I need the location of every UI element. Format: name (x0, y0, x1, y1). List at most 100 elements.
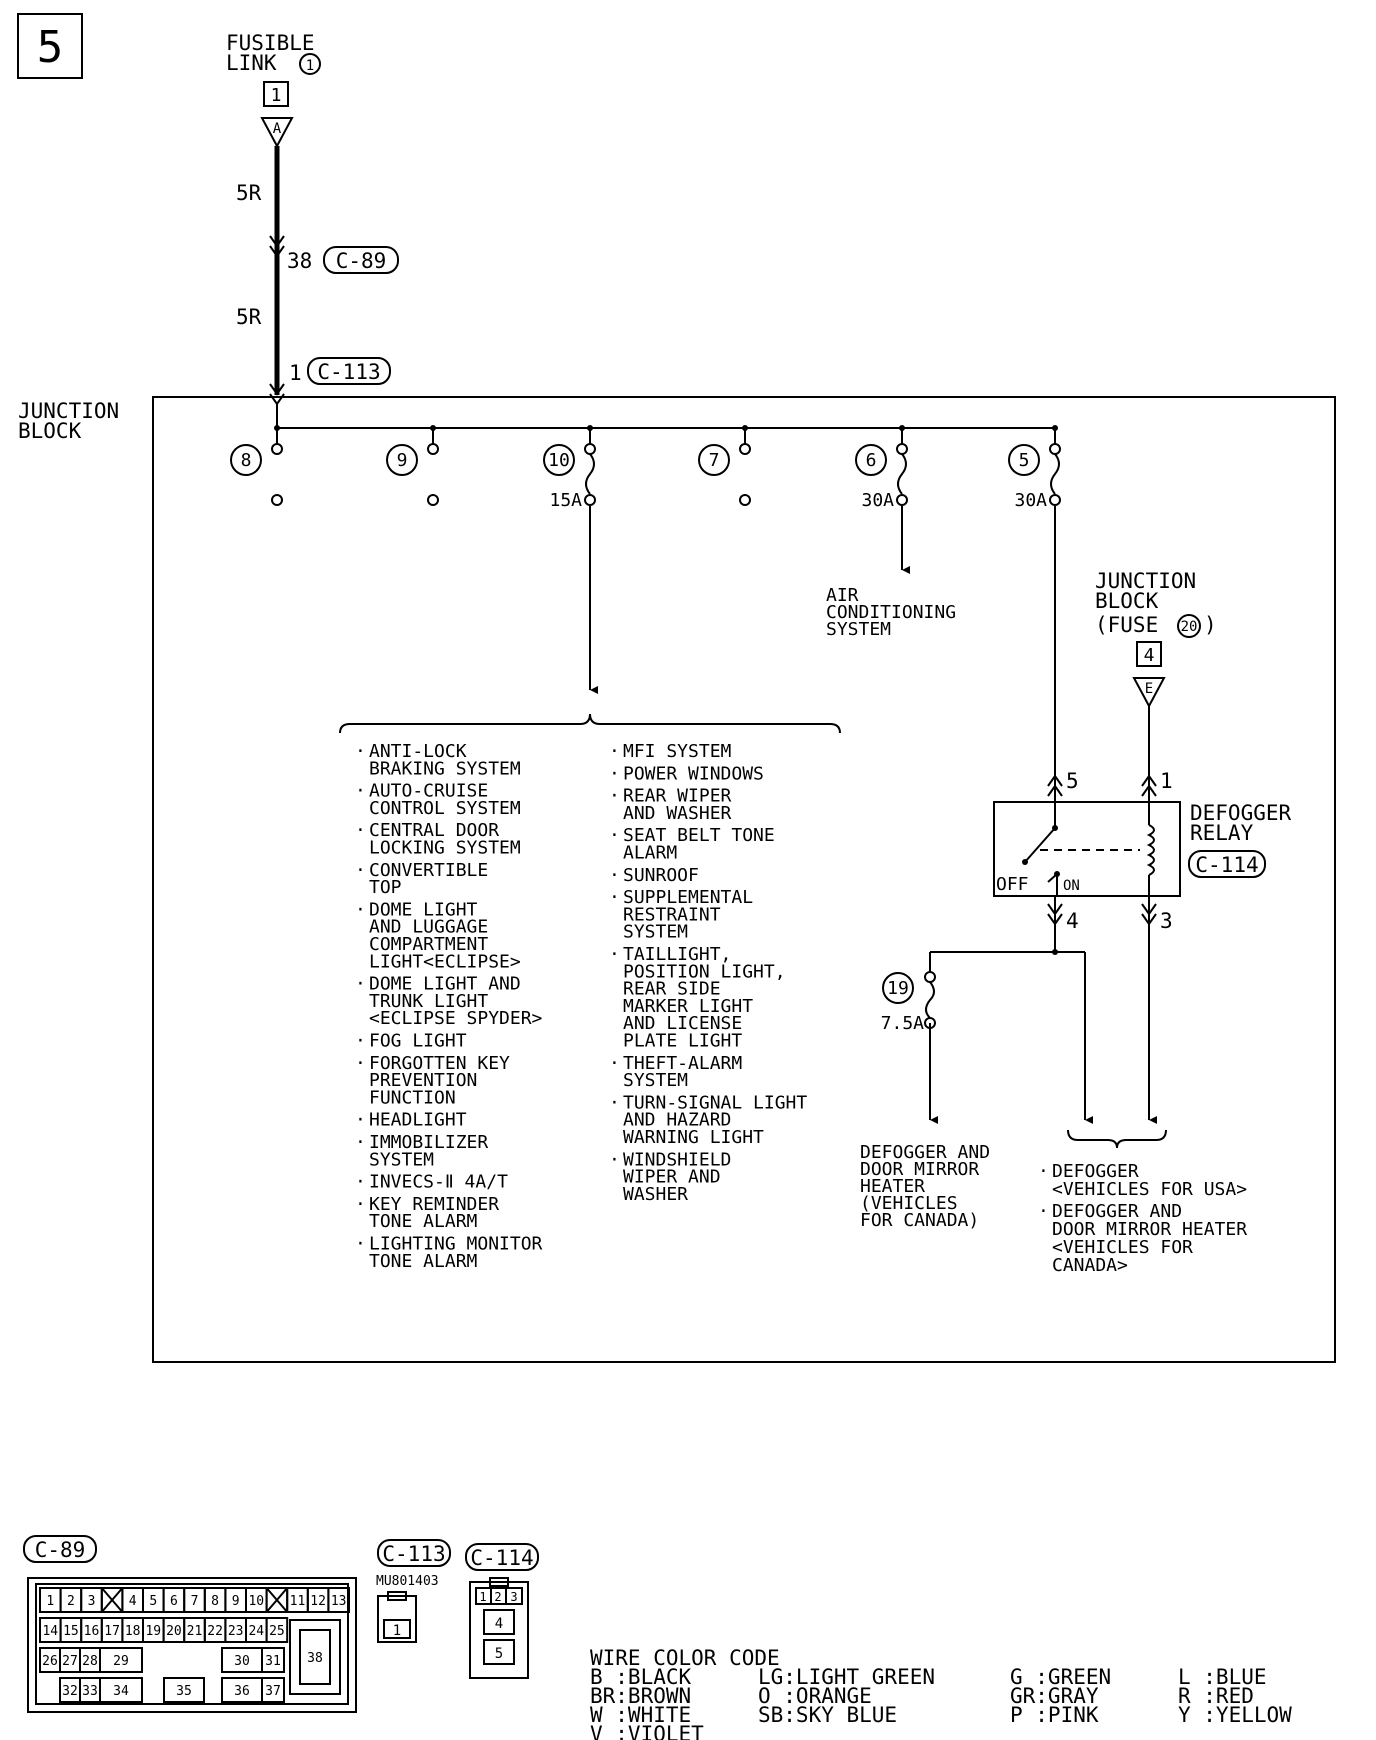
system-item: AND LUGGAGE (369, 917, 488, 938)
fuse-number-circle (230, 444, 262, 476)
systems-list-col2: ·MFI SYSTEM·POWER WINDOWS·REAR WIPERAND … (609, 741, 807, 1205)
list-bullet: · (609, 741, 620, 762)
system-item: CENTRAL DOOR (369, 820, 499, 841)
fuse-number: 6 (866, 450, 877, 471)
c89-pin-blank (101, 1587, 124, 1613)
defogger-canada-line: HEATER (860, 1176, 925, 1197)
system-item: FOG LIGHT (369, 1031, 467, 1052)
system-item: DOME LIGHT AND (369, 974, 521, 995)
c89-pin: 2 (67, 1594, 75, 1609)
fuse-terminal (584, 443, 596, 455)
list-bullet: · (355, 820, 366, 841)
system-item: AND WASHER (623, 803, 732, 824)
c114-callout: C-114 (1195, 853, 1258, 877)
system-item: LIGHT<ECLIPSE> (369, 951, 521, 972)
list-bullet: · (609, 1092, 620, 1113)
connector-e-label: E (1145, 681, 1153, 697)
fuse19-rating: 7.5A (881, 1013, 925, 1034)
system-item: SUPPLEMENTAL (623, 887, 753, 908)
c89-pin: 14 (42, 1624, 58, 1639)
c114-connector-face (469, 1581, 529, 1679)
system-item: SUNROOF (623, 865, 699, 886)
system-item: CONVERTIBLE (369, 860, 488, 881)
system-item: COMPARTMENT (369, 934, 488, 955)
system-item: INVECS-Ⅱ 4A/T (369, 1172, 508, 1193)
fuse-number-circle (698, 444, 730, 476)
wire-color-entry: O :ORANGE (758, 1684, 872, 1708)
system-item: FORGOTTEN KEY (369, 1053, 510, 1074)
fuse19-terminal (924, 971, 936, 983)
fuse-number-circle (1008, 444, 1040, 476)
c89-pin: 19 (145, 1624, 161, 1639)
fuse-number: 10 (548, 450, 570, 471)
system-item: RESTRAINT (623, 904, 721, 925)
fuse19-number-circle (882, 972, 914, 1004)
c89-pin: 31 (265, 1654, 281, 1669)
system-item: ANTI-LOCK (369, 741, 467, 762)
defogger-canada-line: DOOR MIRROR (860, 1159, 979, 1180)
wire-color-entry: GR:GRAY (1010, 1684, 1099, 1708)
defogger-canada-line: DEFOGGER AND (860, 1142, 990, 1163)
wire-color-entry: V :VIOLET (590, 1722, 704, 1740)
c89-pin: 9 (232, 1594, 240, 1609)
ac-label-2: CONDITIONING (826, 602, 956, 623)
list-bullet: · (609, 1053, 620, 1074)
c89-pin-cell (163, 1677, 205, 1703)
c114-pin-2: 2 (494, 1590, 501, 1604)
junction-block-label-1: JUNCTION (18, 399, 119, 423)
jb-fuse20-close: ) (1204, 613, 1217, 637)
relay-label-2: RELAY (1190, 821, 1254, 845)
fuse-number-circle (386, 444, 418, 476)
system-item: ALARM (623, 843, 677, 864)
list-bullet: · (355, 1194, 366, 1215)
jb-fuse20-tag: 4 (1144, 645, 1155, 666)
list-bullet: · (355, 899, 366, 920)
fuse-rating: 30A (861, 490, 894, 511)
c114-pin-5: 5 (495, 1646, 503, 1662)
c89-callout-box (323, 246, 399, 274)
system-item: <VEHICLES FOR USA> (1052, 1179, 1247, 1200)
list-bullet: · (355, 860, 366, 881)
system-item: WINDSHIELD (623, 1149, 731, 1170)
c89-pin: 27 (62, 1654, 78, 1669)
system-item: WIPER AND (623, 1167, 721, 1188)
system-item: TONE ALARM (369, 1211, 478, 1232)
c114-pin-4: 4 (495, 1616, 503, 1632)
c89-pin: 20 (166, 1624, 182, 1639)
system-item: DEFOGGER (1052, 1161, 1139, 1182)
list-bullet: · (609, 865, 620, 886)
c89-callout: C-89 (336, 249, 387, 273)
systems-brace (339, 713, 841, 734)
fuse20-circle (1177, 614, 1201, 638)
c113-face-callout-box (377, 1539, 451, 1567)
fusible-link-label-2: LINK (226, 51, 277, 75)
page-number: 5 (37, 22, 64, 73)
c89-pin: 36 (234, 1684, 250, 1699)
fuse-terminal (1049, 443, 1061, 455)
defogger-list: ·DEFOGGER<VEHICLES FOR USA>·DEFOGGER AND… (1038, 1161, 1247, 1276)
fuse-terminal (427, 443, 439, 455)
c114-pin4-cell (483, 1609, 515, 1635)
c89-pin: 1 (46, 1594, 54, 1609)
system-item: REAR SIDE (623, 979, 721, 1000)
fusible-link-label-1: FUSIBLE (226, 31, 315, 55)
list-bullet: · (609, 944, 620, 965)
list-bullet: · (355, 741, 366, 762)
system-item: DOME LIGHT (369, 899, 478, 920)
c89-pin: 28 (82, 1654, 98, 1669)
c89-pin-cell-big-inner (299, 1629, 331, 1685)
list-bullet: · (355, 781, 366, 802)
wire-color-entry: BR:BROWN (590, 1684, 691, 1708)
system-item: POSITION LIGHT, (623, 961, 786, 982)
system-item: PLATE LIGHT (623, 1031, 742, 1052)
system-item: TRUNK LIGHT (369, 991, 488, 1012)
fusible-link-tag-box (263, 81, 289, 107)
fuse19-number: 19 (887, 978, 909, 999)
fuse-terminal (271, 494, 283, 506)
system-item: FUNCTION (369, 1087, 456, 1108)
junction-block-label-2: BLOCK (18, 419, 82, 443)
page-number-box (17, 13, 83, 79)
fuse-terminal (584, 494, 596, 506)
